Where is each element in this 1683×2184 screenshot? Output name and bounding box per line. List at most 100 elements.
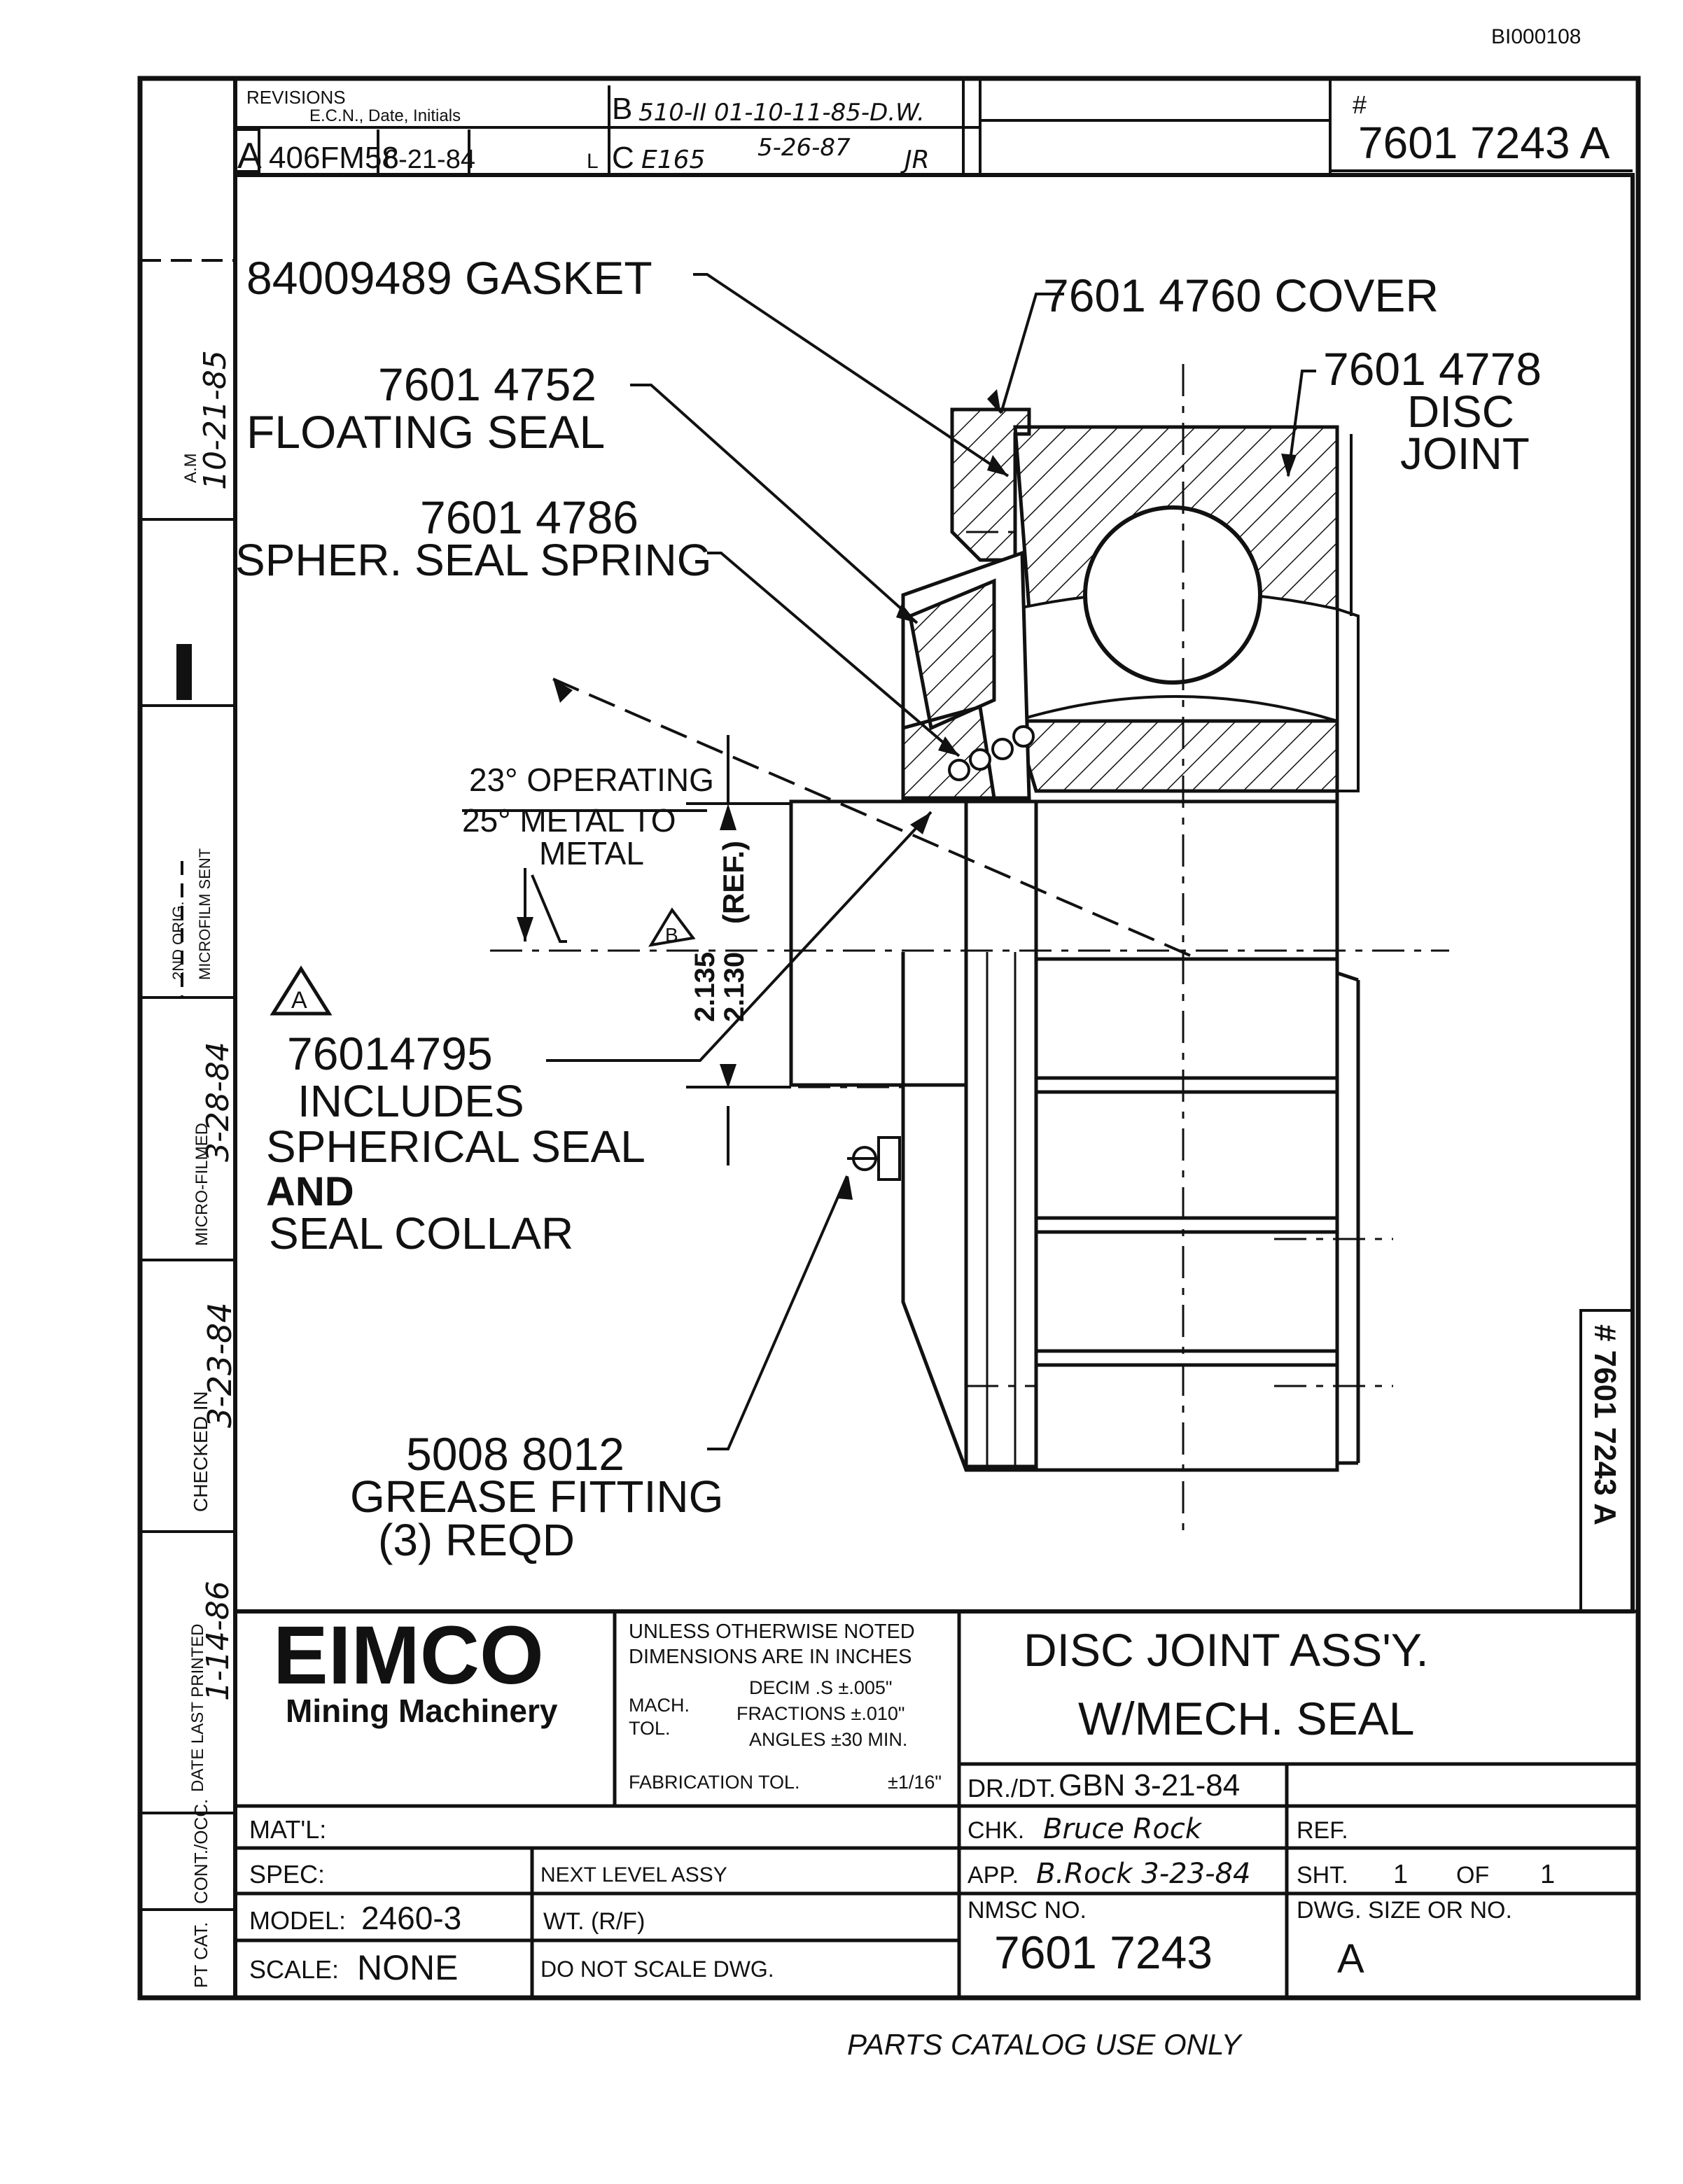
floating-seal-number: 7601 4752 [378,358,596,410]
rev-a-letter: A [237,136,262,176]
nmsc-label: NMSC NO. [968,1897,1087,1924]
spec-label: SPEC: [249,1860,325,1889]
rev-a-initials: L [587,150,599,173]
scale-value: NONE [357,1948,458,1987]
tol-angles: ANGLES ±30 MIN. [749,1729,907,1750]
next-level-label: NEXT LEVEL ASSY [540,1863,727,1886]
rev-b-letter: B [612,92,632,126]
scale-label: SCALE: [249,1955,339,1984]
sheet-border [137,76,1641,2001]
checked-label: CHK. [968,1817,1024,1844]
disc-joint-label-1: DISC [1407,386,1514,437]
left-strip-labels: A.M 10-21-85 2ND ORIG. MICROFILM SENT MI… [169,350,239,1988]
checked-value: Bruce Rock [1043,1813,1203,1845]
delta-b-triangle-icon [648,907,696,947]
tol-mach-2: TOL. [629,1718,671,1739]
disc-joint-ball [1083,505,1262,685]
cover-callout: 7601 4760 COVER [1043,270,1439,321]
spherical-seal-l1: INCLUDES [298,1076,524,1126]
svg-text:3-28-84: 3-28-84 [200,1042,236,1162]
note-line-1: UNLESS OTHERWISE NOTED [629,1620,915,1643]
company-logo: EIMCO [273,1609,544,1702]
sheet-value: 1 [1393,1860,1408,1889]
fabrication-tol-label: FABRICATION TOL. [629,1772,800,1793]
dwg-size-value: A [1337,1936,1364,1982]
svg-text:MICROFILM SENT: MICROFILM SENT [196,848,214,980]
leader-lines [462,273,1316,1450]
do-not-scale-note: DO NOT SCALE DWG. [540,1956,774,1982]
spherical-seal-l2: SPHERICAL SEAL [266,1121,645,1172]
gasket-callout: 84009489 GASKET [246,252,652,304]
left-strip [140,259,235,1911]
model-value: 2460-3 [361,1900,461,1936]
dimension-min: 2.130 [719,952,750,1022]
angle-text-2: 25° METAL TO [462,802,676,839]
floating-seal-label: FLOATING SEAL [246,406,605,458]
approved-value: B.Rock 3-23-84 [1036,1858,1250,1890]
spherical-seal-l4: SEAL COLLAR [269,1208,573,1259]
footer-note: PARTS CATALOG USE ONLY [847,2028,1243,2061]
grease-number: 5008 8012 [406,1428,624,1480]
svg-text:3-23-84: 3-23-84 [201,1302,239,1428]
spherical-seal-number: 76014795 [287,1028,493,1079]
revisions-block [234,78,1633,175]
disc-joint-number: 7601 4778 [1323,343,1542,395]
rev-c-initials: JR [900,146,930,174]
model-label: MODEL: [249,1906,346,1935]
drawn-by-value: GBN 3-21-84 [1059,1768,1240,1802]
rev-a-ecn: 406FM58 [269,141,399,175]
rev-a-date: 6-21-84 [384,145,475,174]
dwg-size-label: DWG. SIZE OR NO. [1297,1897,1512,1924]
tol-decim: DECIM .S ±.005" [749,1677,892,1698]
svg-text:MICRO-FILMED: MICRO-FILMED [193,1123,211,1246]
spring-number: 7601 4786 [420,491,638,543]
drawing-number-hash: # [1353,90,1367,119]
svg-text:PT CAT.: PT CAT. [190,1922,211,1988]
ref-label: REF. [1297,1817,1348,1844]
drawn-by-label: DR./DT. [968,1774,1056,1802]
delta-a-triangle-icon [270,965,333,1016]
svg-text:10-21-85: 10-21-85 [197,350,233,490]
grease-fitting-symbol [847,1136,901,1181]
of-label: OF [1456,1862,1489,1889]
rev-b-text: 510-II 01-10-11-85-D.W. [638,99,925,127]
svg-text:CONT./OCC.: CONT./OCC. [190,1799,211,1904]
weight-label: WT. (R/F) [543,1908,645,1935]
arrowheads [517,389,1297,1200]
tol-fractions: FRACTIONS ±.010" [736,1703,905,1724]
drawing-number: 7601 7243 A [1358,118,1610,168]
svg-text:A.M: A.M [181,453,200,483]
rev-c-ecn: E165 [641,146,705,174]
side-drawing-number: # 7601 7243 A [1588,1324,1622,1525]
note-line-2: DIMENSIONS ARE IN INCHES [629,1646,912,1668]
tol-mach-1: MACH. [629,1695,690,1716]
delta-b-letter: B [665,924,678,946]
svg-text:2ND ORIG.: 2ND ORIG. [169,902,187,980]
grease-label-2: (3) REQD [378,1515,575,1565]
title-block-grid [235,1609,1638,1998]
angle-text-3: METAL [539,835,644,872]
disc-joint-label-2: JOINT [1400,428,1530,479]
spherical-seal-l3: AND [266,1169,354,1214]
dimension-ref: (REF.) [717,841,750,924]
svg-text:DATE LAST PRINTED: DATE LAST PRINTED [188,1624,207,1793]
of-value: 1 [1540,1860,1555,1889]
svg-text:1-14-86: 1-14-86 [200,1581,236,1701]
revisions-subheader: E.C.N., Date, Initials [309,106,461,125]
drawing-title-2: W/MECH. SEAL [1078,1693,1414,1744]
material-label: MAT'L: [249,1815,326,1844]
document-code: BI000108 [1491,25,1581,48]
fabrication-tol-value: ±1/16" [888,1772,942,1793]
microfilm-mark [176,644,192,700]
company-subtitle: Mining Machinery [286,1693,558,1729]
delta-a-letter: A [291,987,307,1014]
angle-text-1: 23° OPERATING [469,762,714,798]
svg-text:CHECKED IN: CHECKED IN [190,1391,211,1512]
revisions-header: REVISIONS [246,87,346,108]
nmsc-value: 7601 7243 [994,1926,1213,1978]
dimension-max: 2.135 [690,952,720,1022]
grease-label-1: GREASE FITTING [350,1471,723,1522]
approved-label: APP. [968,1862,1019,1889]
rev-c-letter: C [612,141,634,175]
